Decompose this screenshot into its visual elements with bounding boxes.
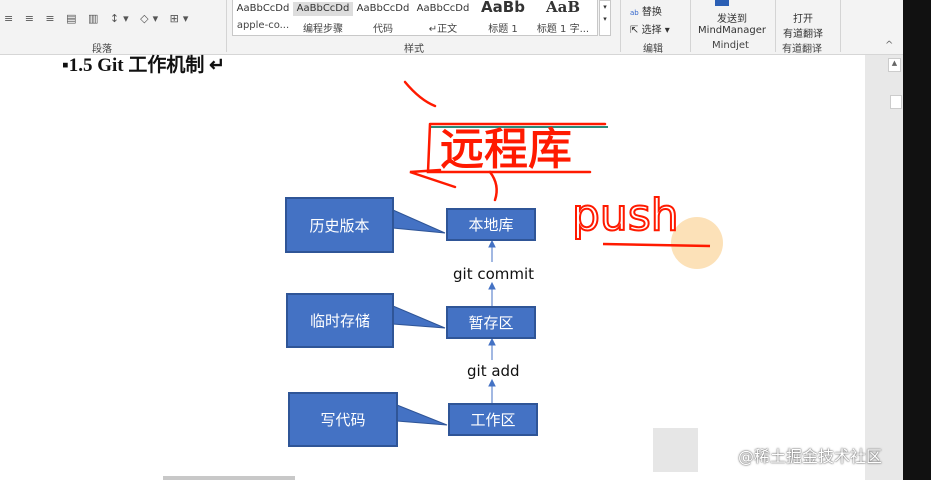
group-youdao-label: 有道翻译 [782,44,822,55]
style-preview: AaB [545,0,581,16]
callout-write-code: 写代码 [288,392,398,447]
style-preview: AaBbCcDd [356,3,410,14]
divider [840,0,841,52]
label: 发送到 [717,14,747,25]
arrow-head [488,281,496,290]
styles-gallery: AaBbCcDd apple-co... AaBbCcDd 编程步骤 AaBbC… [232,0,598,36]
ribbon: ≡ ≡ ≡ ▤ ▥ ↕▾ ◇▾ ⊞▾ 段落 AaBbCcDd apple-co.… [0,0,903,55]
local-repo-box: 本地库 [446,208,536,241]
label: 打开 [793,14,813,25]
replace-label: 替换 [641,7,662,18]
style-preview: AaBbCcDd [293,2,353,16]
horizontal-scrollbar-thumb[interactable] [163,476,295,480]
group-editing-label: 编辑 [643,44,663,55]
window-edge [903,0,931,480]
gray-block [653,428,698,472]
arrow-head [488,378,496,387]
style-heading-1[interactable]: 标题 1 [488,24,518,35]
gallery-scroll-button[interactable]: ▾▾ [599,0,611,36]
style-heading-1-char[interactable]: 标题 1 字... [536,24,590,35]
select-label: 选择 ▾ [641,25,670,36]
style-code[interactable]: 代码 [373,24,393,35]
replace-button[interactable]: ab 替换 [630,3,662,18]
mindmanager-icon [715,0,729,6]
git-add-label: git add [467,362,520,380]
divider [620,0,621,52]
vertical-scrollbar[interactable] [865,55,903,480]
staging-area-box: 暂存区 [446,306,536,339]
scrollbar-thumb[interactable] [890,95,902,109]
scroll-up-button[interactable]: ▲ [888,58,901,72]
style-preview: AaBbCcDd [236,3,290,14]
ink-strokes [403,80,607,202]
replace-icon: ab [630,9,639,17]
label: MindManager [698,25,766,36]
divider [690,0,691,52]
collapse-ribbon-icon[interactable]: ^ [885,40,894,51]
arrow-head [488,239,496,248]
paragraph-format-icons[interactable]: ≡ ≡ ≡ ▤ ▥ ↕▾ ◇▾ ⊞▾ [4,12,193,25]
push-annotation: push [572,190,679,241]
ink-underline [602,242,711,248]
divider [226,0,227,52]
style-preview: AaBb [481,0,525,16]
style-apple-code[interactable]: apple-co... [236,20,290,31]
callout-temp-storage: 临时存储 [286,293,394,348]
remote-repo-annotation: 远程库 [440,124,572,175]
select-button[interactable]: ⇱ 选择 ▾ [630,21,670,36]
style-normal[interactable]: ↵正文 [428,24,458,35]
group-mindjet-label: Mindjet [712,40,749,51]
style-programming-steps[interactable]: 编程步骤 [303,24,343,35]
git-commit-label: git commit [453,265,535,283]
cursor-icon: ⇱ [630,25,639,36]
group-styles-label: 样式 [404,44,424,55]
cursor-highlight [671,217,723,269]
arrow-head [488,337,496,346]
callout-history: 历史版本 [285,197,394,253]
open-youdao-button[interactable]: 打开有道翻译 [778,10,828,40]
working-dir-box: 工作区 [448,403,538,436]
group-paragraph-label: 段落 [92,44,112,55]
label: 有道翻译 [783,29,823,40]
divider [775,0,776,52]
style-preview: AaBbCcDd [416,3,470,14]
section-heading: ▪1.5 Git 工作机制 ↵ [62,55,226,76]
watermark: @稀土掘金技术社区 [738,447,883,466]
